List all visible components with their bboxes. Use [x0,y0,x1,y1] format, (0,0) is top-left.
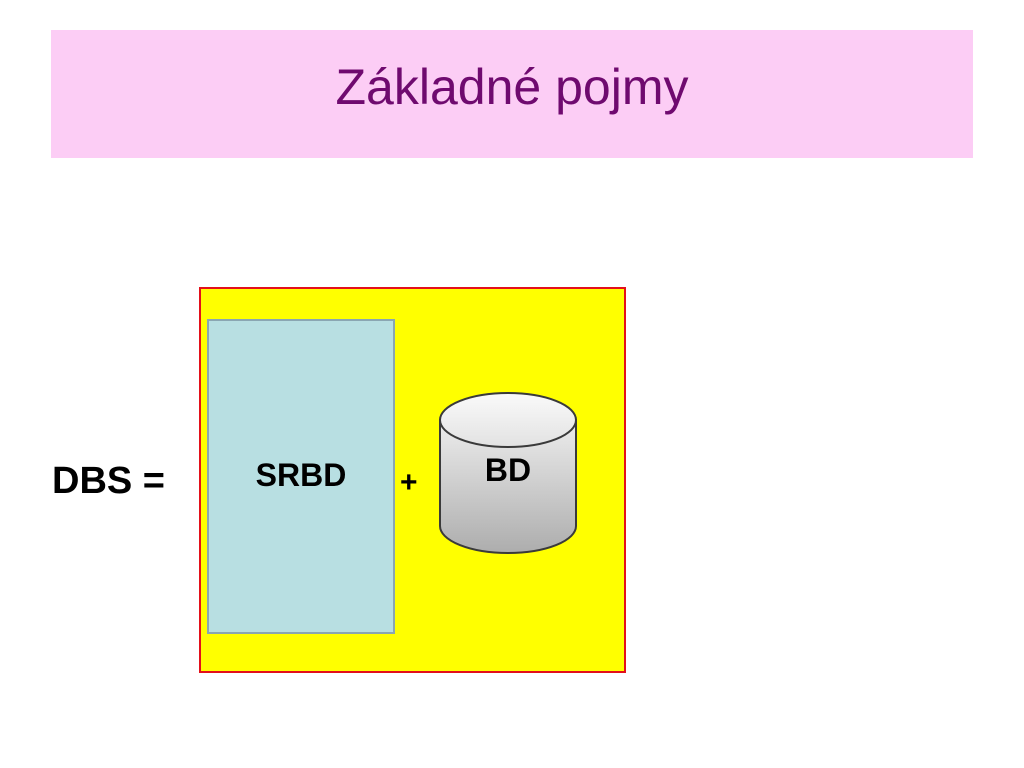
srbd-box: SRBD [207,319,395,634]
dbs-label: DBS = [52,460,165,502]
page-title: Základné pojmy [335,59,689,115]
database-cylinder-icon [439,392,577,554]
plus-sign: + [400,466,418,499]
bd-label: BD [484,452,532,488]
title-banner: Základné pojmy [51,30,973,158]
srbd-label: SRBD [255,457,347,493]
